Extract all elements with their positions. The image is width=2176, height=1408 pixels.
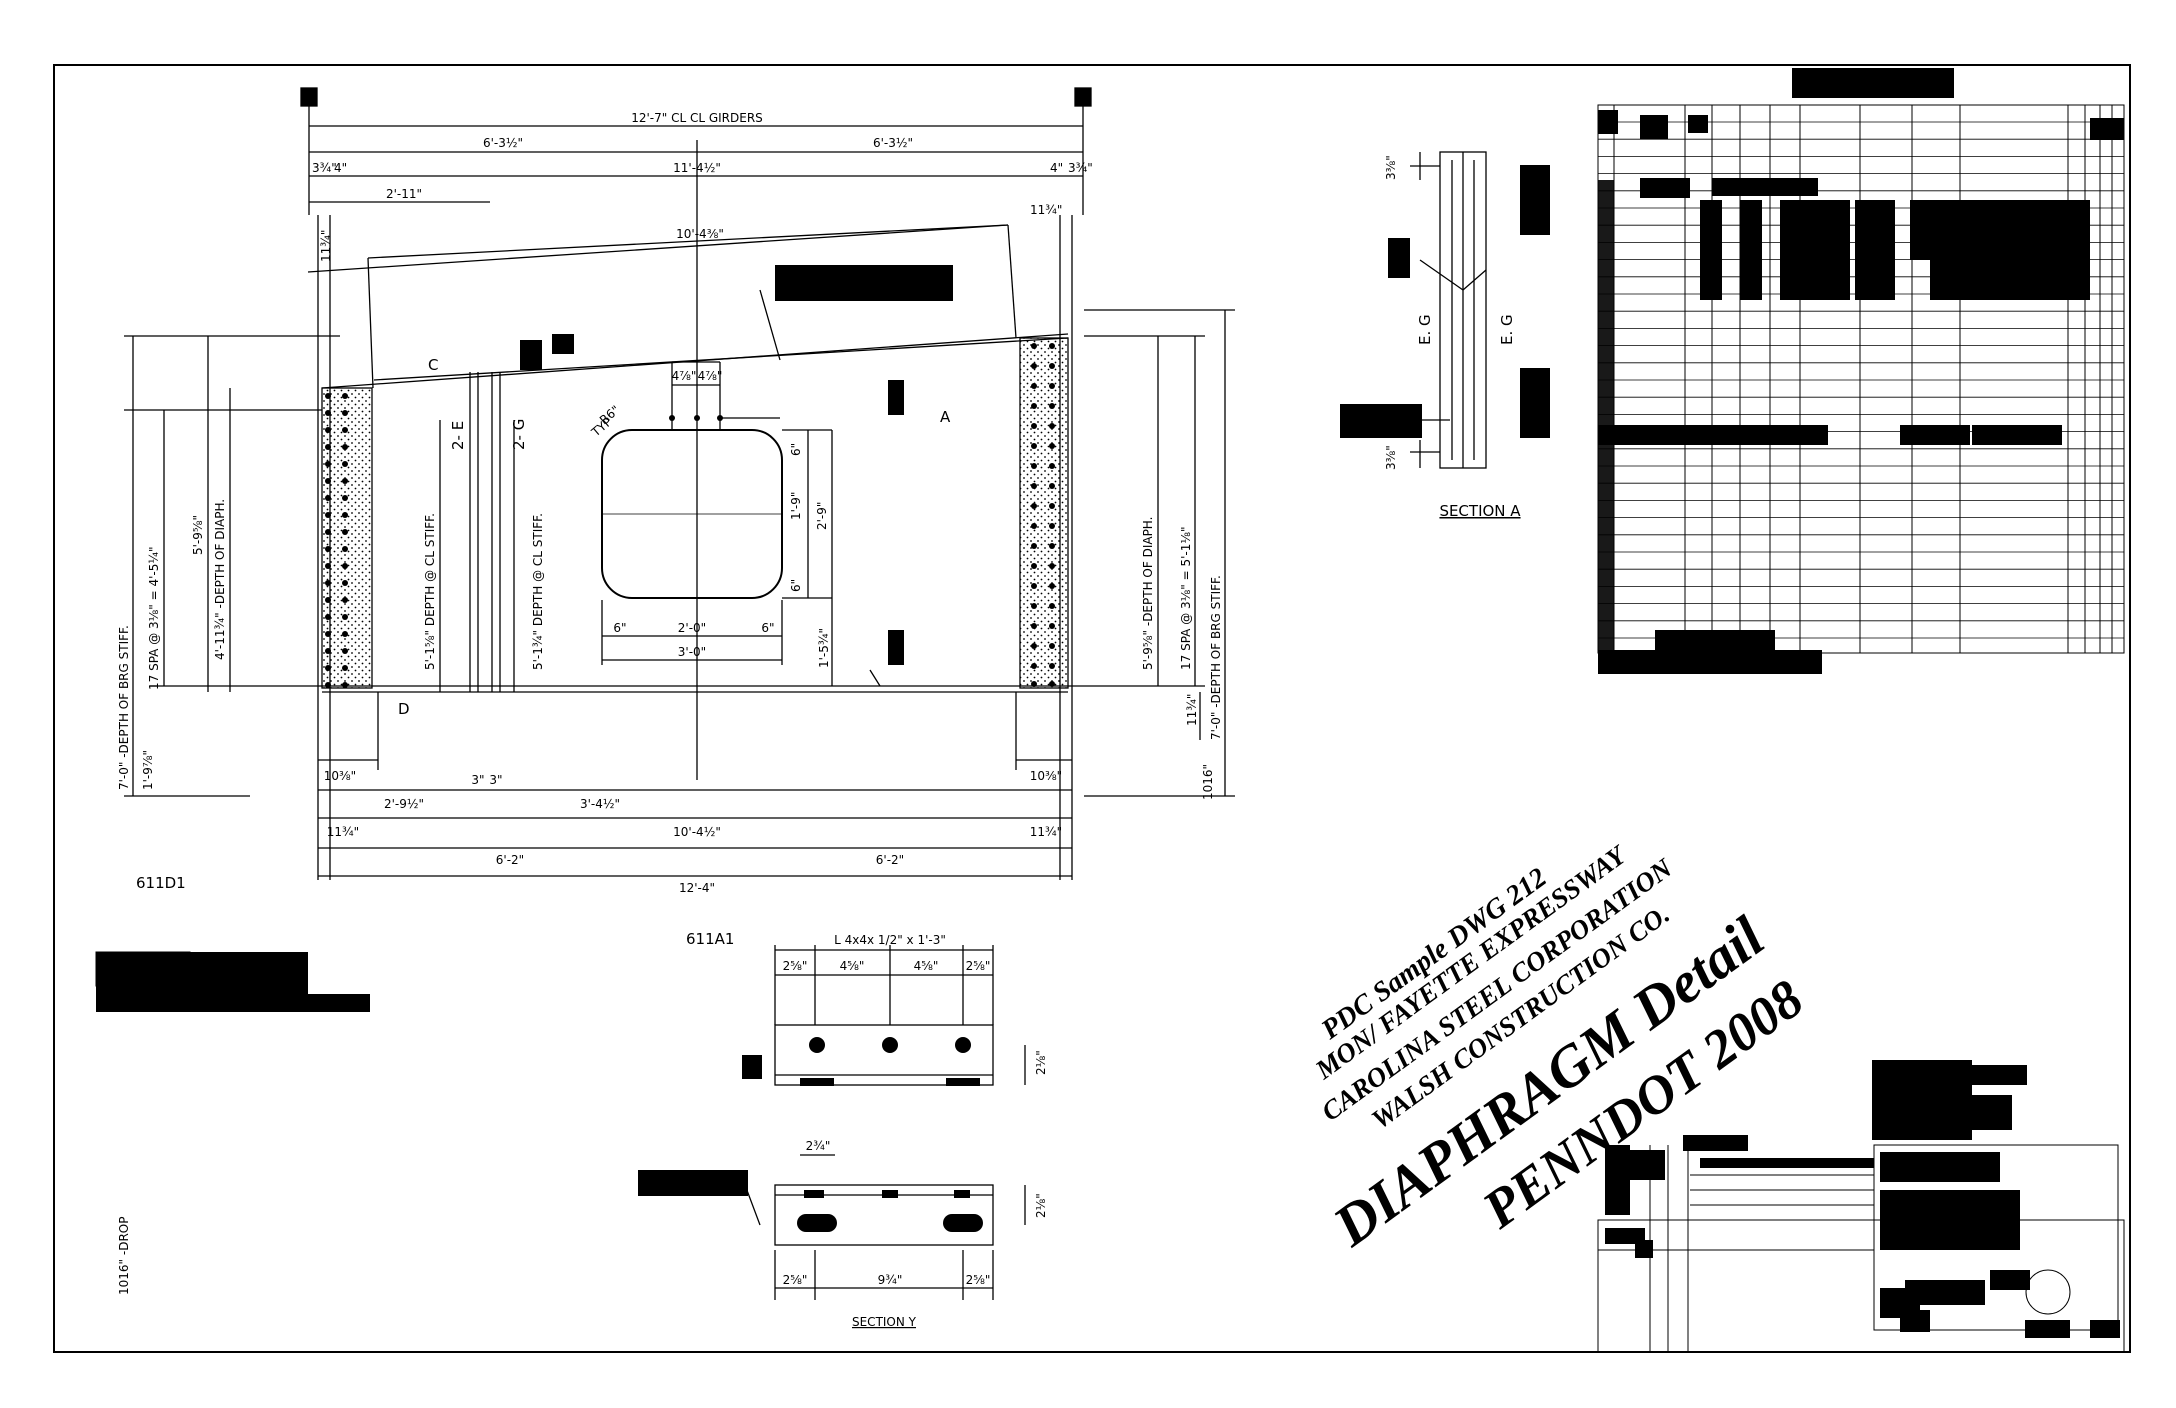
bearing-stiffener-right [1019,337,1069,689]
dim-1016-right: 1016" [1201,764,1215,800]
label-d: D [398,700,410,718]
angle-dim-25d: 2⅝" [966,1273,991,1287]
dim-brg-stiff-right: 7'-0" -DEPTH OF BRG STIFF. [1209,575,1223,740]
stiffener-e-label: 2- E [449,421,467,450]
dim-3-4-right: 3¾" [1068,161,1093,175]
dim-drop: 1016" -DROP [117,1217,131,1295]
dim-1-9-vert: 1'-9⅞" [141,750,155,790]
dim-spa-left: 17 SPA @ 3⅛" = 4'-5¼" [147,546,161,690]
dim-48a: 4⅞" [672,369,697,383]
dim-11-34-top: 11¾" [1030,203,1062,217]
title-block-redactions [1605,1060,2120,1338]
main-dimension-labels: 12'-7" CL CL GIRDERS 6'-3½" 6'-3½" 11'-4… [117,111,1223,1295]
dim-2-9: 2'-9" [815,502,829,530]
dim-diaph-right: 5'-9⅝" -DEPTH OF DIAPH. [1141,517,1155,670]
dim-3-4: 3¾" [312,161,337,175]
angle-dim-9: 9¾" [878,1273,903,1287]
dim-1134-vert-right: 11¾" [1185,694,1199,726]
dim-48b: 4⅞" [698,369,723,383]
dim-stiff-e: 5'-1⅝" DEPTH @ CL STIFF. [423,513,437,670]
dim-3b: 3" [489,773,502,787]
dim-6-2-left: 6'-2" [496,853,524,867]
section-a-redactions [1340,165,1550,438]
label-c: C [428,356,438,374]
dim-6a: 6" [789,443,803,456]
dim-spa-right: 17 SPA @ 3⅛" = 5'-1⅛" [1179,526,1193,670]
dim-1038-left: 10⅜" [324,769,356,783]
angle-dim-45b: 4⅝" [914,959,939,973]
title-block [1597,1144,2125,1353]
angle-holes [638,1037,983,1232]
dim-4: 4" [334,161,347,175]
section-a-dim-top: 3⅜" [1384,155,1398,180]
dim-1-5: 1'-5¾" [817,628,831,668]
dim-6d: 6" [761,621,774,635]
dim-1-9: 1'-9" [789,492,803,520]
section-a-title: SECTION A [1439,502,1521,520]
dim-cl-girders: 12'-7" CL CL GIRDERS [631,111,763,125]
dim-3-4-half: 3'-4½" [580,797,620,811]
girder-marker-left [300,87,318,107]
dim-12-4: 12'-4" [679,881,715,895]
angle-labels: 611A1 L 4x4x 1/2" x 1'-3" 2⅝" 4⅝" 4⅝" 2⅝… [686,930,1048,1329]
dim-2-0: 2'-0" [678,621,706,635]
plan-mark-611d1: 611D1 [136,874,186,892]
dim-1134-bottom-left: 11¾" [327,825,359,839]
angle-spec: L 4x4x 1/2" x 1'-3" [834,933,946,947]
diaphragm-elevation [124,87,1235,880]
dim-6-2-right: 6'-2" [876,853,904,867]
angle-dim-23: 2¾" [806,1139,831,1153]
cl-bolts [669,415,723,421]
stiffener-g-label: 2- G [510,419,528,450]
dim-center: 11'-4½" [673,161,721,175]
section-a [1410,151,1487,469]
dim-1134-bottom-right: 11¾" [1030,825,1062,839]
dim-2-11: 2'-11" [386,187,422,201]
schedule-rows [1598,121,2124,639]
dim-half-left: 6'-3½" [483,136,523,150]
schedule-redactions [1598,68,2124,674]
angle-dim-45a: 4⅝" [840,959,865,973]
legend-swatch [95,951,191,987]
section-a-eg-right: E. G [1498,314,1516,345]
angle-dim-2-1: 2⅛" [1034,1050,1048,1075]
angle-mark-611a1: 611A1 [686,930,734,948]
section-y-title: SECTION Y [852,1315,917,1329]
dim-half-right: 6'-3½" [873,136,913,150]
label-a: A [940,408,951,426]
dim-6b: 6" [789,579,803,592]
bearing-stiffener-left [321,387,373,689]
title-stamp: PDC Sample DWG 212 MON/ FAYETTE EXPRESSW… [1309,839,1814,1259]
dim-diaph-left-2: 4'-11¾" -DEPTH OF DIAPH. [213,499,227,660]
dim-stiff-g: 5'-1¾" DEPTH @ CL STIFF. [531,513,545,670]
dim-6c: 6" [613,621,626,635]
bolt-holes-right [1031,343,1055,687]
bolt-holes-left [325,393,348,688]
dim-3-0: 3'-0" [678,645,706,659]
angle-detail [744,945,1026,1300]
sheet-border [53,64,2131,1353]
dim-10-4-bottom: 10'-4½" [673,825,721,839]
angle-dim-2-1b: 2⅛" [1034,1193,1048,1218]
dim-2-9-half: 2'-9½" [384,797,424,811]
dim-10-4: 10'-4⅜" [676,227,724,241]
material-schedule [1597,104,2125,654]
dim-1038-right: 10⅜" [1030,769,1062,783]
dim-3a: 3" [471,773,484,787]
section-a-eg-left: E. G [1416,314,1434,345]
angle-dim-25b: 2⅝" [966,959,991,973]
dim-4-right: 4" [1050,161,1063,175]
section-a-dim-bottom: 3⅜" [1384,445,1398,470]
dim-diaph-left-1: 5'-9⅝" [191,515,205,555]
angle-dim-25a: 2⅝" [783,959,808,973]
dim-11-34-left: 11¾" [319,230,333,262]
dim-brg-stiff-left: 7'-0" -DEPTH OF BRG STIFF. [117,625,131,790]
girder-marker-right [1074,87,1092,107]
angle-dim-25c: 2⅝" [783,1273,808,1287]
